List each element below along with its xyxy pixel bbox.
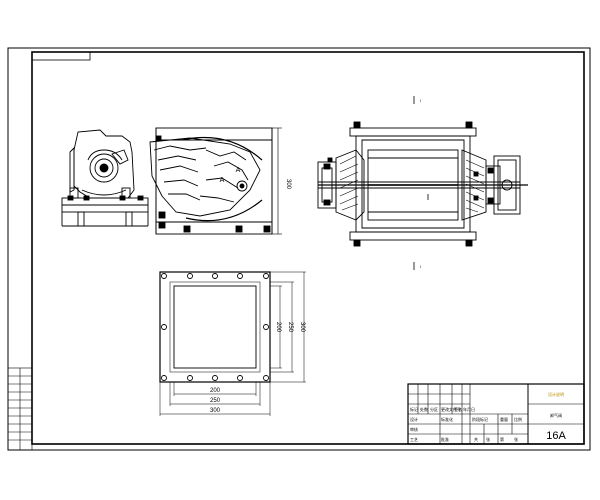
- sheet-label-4: 张: [514, 436, 518, 442]
- sheet-border: [7, 47, 591, 451]
- dim-plan-outer-h: 300: [299, 322, 305, 333]
- front-view: [61, 127, 282, 235]
- scale-label-3: 比例: [514, 416, 522, 422]
- section-label-a-right: A: [236, 167, 241, 174]
- approval-label-2: 标准化: [441, 416, 453, 422]
- dim-plan-mid-h: 250: [287, 322, 293, 333]
- scale-label-1: 阶段标记: [472, 416, 488, 422]
- dim-plan-mid-w: 250: [210, 398, 221, 404]
- binding-strip: [7, 367, 33, 451]
- cut-label-top: I: [420, 98, 421, 103]
- row-label-5: 签名: [454, 406, 462, 412]
- dim-front-height: 300: [285, 179, 291, 190]
- approval-label-1: 设计: [410, 416, 418, 422]
- side-section-view: [317, 96, 528, 270]
- sheet-label-2: 张: [486, 436, 490, 442]
- row-label-4: 更改文件号: [441, 406, 461, 412]
- drawing-name: 卸气阀: [550, 412, 562, 418]
- title-block-labels: 标记 处数 分区 更改文件号 签名 年月日 设计 标准化 审核 工艺 批准 阶段…: [410, 391, 566, 442]
- row-label-6: 年月日: [463, 406, 475, 412]
- plan-view: [159, 271, 306, 416]
- approval-label-4: 工艺: [410, 437, 418, 442]
- note-label: 设计说明: [548, 391, 564, 397]
- scale-label-2: 重量: [500, 416, 508, 422]
- drawing-number: 16A: [546, 430, 566, 442]
- cut-label-bottom: I: [420, 264, 421, 269]
- drawing-frame: [31, 51, 585, 445]
- dim-plan-inner-h: 200: [275, 322, 281, 333]
- dim-plan-inner-w: 200: [210, 388, 221, 394]
- section-label-a-left: A: [220, 177, 225, 184]
- row-label-3: 分区: [430, 406, 438, 412]
- sheet-label-3: 第: [500, 436, 504, 442]
- approval-label-5: 批准: [441, 436, 449, 442]
- approval-label-3: 审核: [410, 426, 418, 432]
- title-block: [407, 383, 585, 445]
- corner-tab: [31, 51, 91, 61]
- dim-plan-outer-w: 300: [210, 408, 221, 414]
- row-label-1: 标记: [410, 406, 418, 412]
- row-label-2: 处数: [420, 406, 428, 412]
- sheet-label-1: 共: [474, 436, 478, 442]
